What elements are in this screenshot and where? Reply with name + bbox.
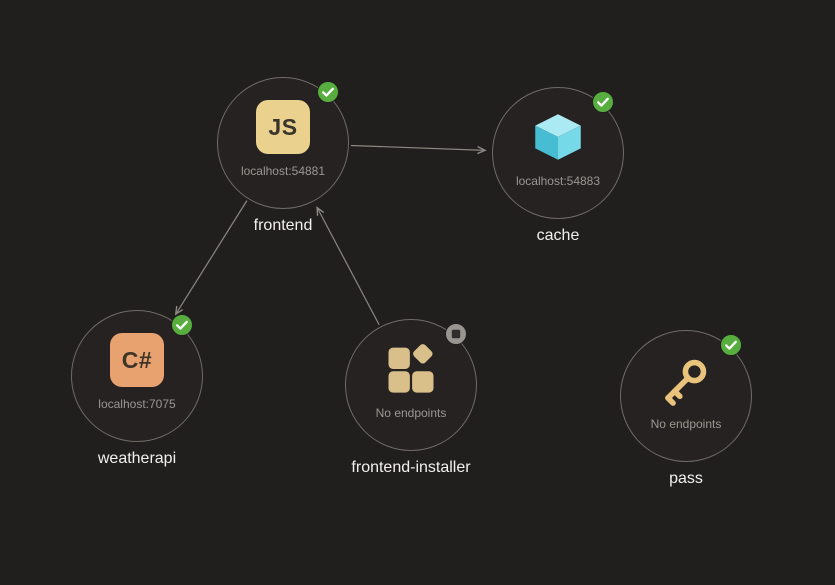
resource-circle[interactable]: No endpoints	[620, 330, 752, 462]
resource-status-badge	[171, 314, 193, 336]
package-box-icon	[535, 114, 581, 160]
resource-circle[interactable]: C# localhost:7075	[71, 310, 203, 442]
resource-circle[interactable]: No endpoints	[345, 319, 477, 451]
resource-icon	[659, 353, 713, 407]
resource-status-badge	[317, 81, 339, 103]
csharp-icon: C#	[110, 333, 164, 387]
resource-endpoint: localhost:7075	[98, 397, 176, 411]
graph-edge-frontend-to-weatherapi	[174, 200, 248, 316]
resource-endpoint: No endpoints	[650, 417, 722, 431]
resource-node-frontend[interactable]: JS localhost:54881 frontend	[217, 77, 349, 234]
resource-icon: JS	[256, 100, 310, 154]
resource-label: pass	[669, 470, 703, 487]
resource-endpoint: localhost:54883	[515, 174, 601, 188]
resource-node-frontend-installer[interactable]: No endpoints frontend-installer	[345, 319, 477, 476]
resource-status-badge	[592, 91, 614, 113]
resource-icon	[384, 342, 438, 396]
key-icon	[665, 359, 707, 406]
check-badge	[592, 91, 614, 113]
check-badge	[317, 81, 339, 103]
js-icon: JS	[256, 100, 310, 154]
resource-label: frontend-installer	[351, 459, 471, 476]
resource-node-pass[interactable]: No endpoints pass	[620, 330, 752, 487]
resource-endpoint: localhost:54881	[240, 164, 326, 178]
resource-icon: C#	[110, 333, 164, 387]
resource-circle[interactable]: JS localhost:54881	[217, 77, 349, 209]
resource-status-badge	[720, 334, 742, 356]
resource-node-weatherapi[interactable]: C# localhost:7075 weatherapi	[71, 310, 203, 467]
resource-endpoint: No endpoints	[375, 406, 447, 420]
resource-node-cache[interactable]: localhost:54883 cache	[492, 87, 624, 244]
resource-circle[interactable]: localhost:54883	[492, 87, 624, 219]
check-badge	[171, 314, 193, 336]
stop-badge	[445, 323, 467, 345]
graph-edge-frontend-installer-to-frontend	[316, 206, 380, 326]
graph-edge-frontend-to-cache	[350, 144, 487, 155]
resource-label: frontend	[253, 217, 313, 234]
resource-icon	[531, 110, 585, 164]
resource-label: cache	[536, 227, 580, 244]
resource-label: weatherapi	[97, 450, 177, 467]
resource-status-badge	[445, 323, 467, 345]
check-badge	[720, 334, 742, 356]
install-package-icon	[388, 344, 434, 393]
